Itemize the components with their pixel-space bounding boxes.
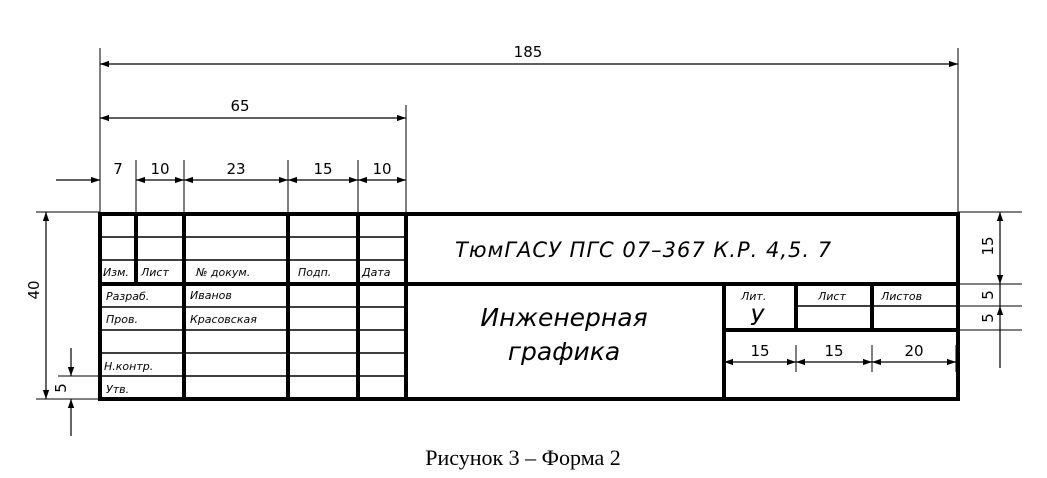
dim-10a: 10 bbox=[150, 160, 169, 178]
table-thick-lines bbox=[98, 212, 960, 401]
row-utv-label: Утв. bbox=[106, 383, 129, 396]
dim-list-15: 15 bbox=[824, 342, 843, 360]
dim-23: 23 bbox=[226, 160, 245, 178]
title-line-1: Инженерная bbox=[480, 303, 647, 332]
header-podp: Подп. bbox=[298, 266, 331, 279]
dim-15-right: 15 bbox=[979, 236, 997, 255]
lit-label: Лит. bbox=[740, 290, 766, 303]
header-list: Лист bbox=[140, 266, 169, 279]
row-prov-label: Пров. bbox=[106, 313, 138, 326]
dim-7: 7 bbox=[113, 160, 123, 178]
row-prov-name: Красовская bbox=[190, 313, 257, 326]
header-data: Дата bbox=[361, 266, 391, 279]
header-dokum: № докум. bbox=[195, 266, 250, 279]
dim-185: 185 bbox=[514, 43, 543, 61]
dimension-lines bbox=[42, 60, 1004, 436]
dim-10b: 10 bbox=[372, 160, 391, 178]
lit-value: У bbox=[750, 306, 765, 331]
header-izm: Изм. bbox=[103, 266, 129, 279]
dim-65: 65 bbox=[230, 97, 249, 115]
row-razrab-name: Иванов bbox=[190, 289, 232, 302]
list-label: Лист bbox=[817, 290, 846, 303]
row-nkontr-label: Н.контр. bbox=[104, 360, 153, 373]
dim-5-bottom: 5 bbox=[52, 383, 70, 393]
title-block-frame bbox=[98, 212, 960, 401]
dim-5-right-b: 5 bbox=[979, 313, 997, 323]
dim-5-right-a: 5 bbox=[979, 290, 997, 300]
table-thin-lines bbox=[100, 236, 958, 377]
title-line-2: графика bbox=[508, 337, 620, 366]
document-code: ТюмГАСУ ПГС 07–367 К.Р. 4,5. 7 bbox=[455, 238, 832, 262]
figure-caption: Рисунок 3 – Форма 2 bbox=[425, 445, 621, 470]
row-razrab-label: Разраб. bbox=[106, 290, 149, 303]
dim-lit-15: 15 bbox=[750, 342, 769, 360]
dim-listov-20: 20 bbox=[904, 342, 923, 360]
dim-40: 40 bbox=[25, 280, 43, 299]
dim-15: 15 bbox=[313, 160, 332, 178]
listov-label: Листов bbox=[880, 290, 922, 303]
